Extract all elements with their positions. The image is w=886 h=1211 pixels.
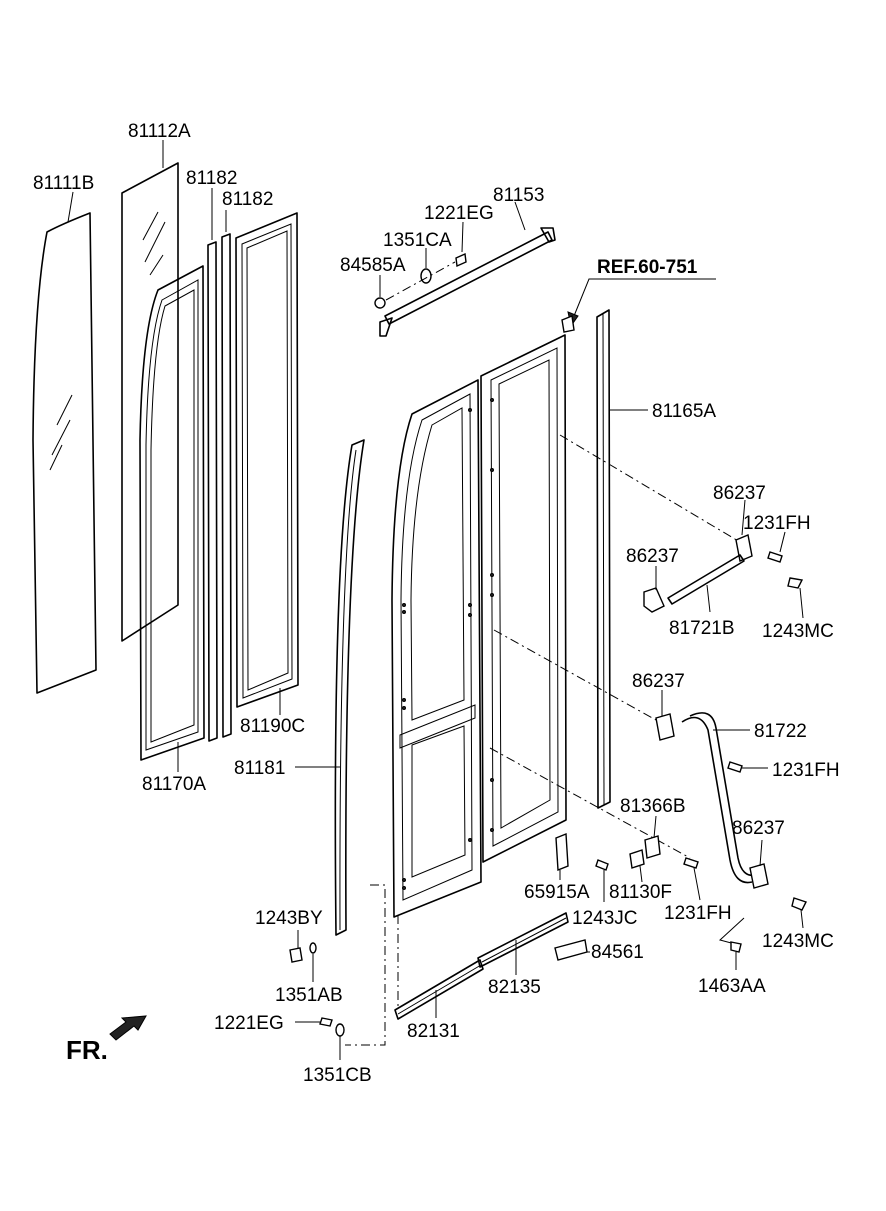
leader-81366B <box>653 815 657 839</box>
leader-1231FH-c <box>693 867 701 901</box>
label-82135[interactable]: 82135 <box>488 977 541 998</box>
panel-81190C[interactable] <box>235 212 299 708</box>
label-1351CB[interactable]: 1351CB <box>303 1065 372 1086</box>
rail-81153[interactable] <box>379 227 556 337</box>
leader-1243MC-b <box>800 909 804 929</box>
label-1243MC-a[interactable]: 1243MC <box>762 621 834 642</box>
label-82131[interactable]: 82131 <box>407 1021 460 1042</box>
label-1351AB[interactable]: 1351AB <box>275 985 343 1006</box>
label-81181[interactable]: 81181 <box>234 758 285 779</box>
label-65915A[interactable]: 65915A <box>524 882 590 903</box>
cap-1463AA[interactable] <box>718 917 745 953</box>
hinge-86237-b[interactable] <box>643 587 665 613</box>
label-1243BY[interactable]: 1243BY <box>255 908 323 929</box>
label-84585A[interactable]: 84585A <box>340 255 406 276</box>
label-81190C[interactable]: 81190C <box>240 716 305 737</box>
bolt-1221EG-bottom[interactable] <box>319 1017 333 1027</box>
leader-81130F <box>639 865 643 883</box>
screw-1243MC-a[interactable] <box>787 577 804 589</box>
bolt-1243BY[interactable] <box>289 947 303 963</box>
centerline-middle <box>493 629 666 726</box>
label-1243JC[interactable]: 1243JC <box>572 908 638 929</box>
leader-1221EG-top <box>461 221 464 253</box>
label-86237-b[interactable]: 86237 <box>626 546 679 567</box>
leader-81721B <box>706 584 711 613</box>
label-81130F[interactable]: 81130F <box>609 882 672 903</box>
label-1231FH-b[interactable]: 1231FH <box>772 760 840 781</box>
label-front: FR. <box>66 1035 108 1065</box>
centerline-upper <box>559 434 746 546</box>
bracket-84561[interactable] <box>554 939 588 961</box>
rod-81721B[interactable] <box>667 554 745 605</box>
leader-81111B <box>67 191 74 223</box>
label-81182-a[interactable]: 81182 <box>186 168 237 189</box>
label-81153[interactable]: 81153 <box>493 185 544 206</box>
channel-81181[interactable] <box>334 439 365 936</box>
label-86237-c[interactable]: 86237 <box>632 671 685 692</box>
washer-1351CA[interactable] <box>420 268 432 284</box>
washer-1351AB[interactable] <box>309 942 317 954</box>
hinge-86237-c[interactable] <box>655 713 675 741</box>
label-81722[interactable]: 81722 <box>754 721 807 742</box>
label-1351CA[interactable]: 1351CA <box>383 230 452 251</box>
leader-81153 <box>514 201 526 231</box>
label-81165A[interactable]: 81165A <box>652 401 716 422</box>
label-1231FH-c[interactable]: 1231FH <box>664 903 732 924</box>
strip-81182-a[interactable] <box>207 241 218 742</box>
ref-pointer <box>561 278 716 333</box>
tube-81722[interactable] <box>681 712 757 884</box>
rail-82135[interactable] <box>477 912 569 968</box>
leader-1231FH-a <box>779 531 786 553</box>
label-81182-b[interactable]: 81182 <box>222 189 273 210</box>
centerline-bottom <box>345 884 386 1046</box>
leader-86237-d <box>759 839 763 867</box>
frame-holes <box>402 398 494 890</box>
front-arrow-icon <box>109 1015 147 1041</box>
label-81366B[interactable]: 81366B <box>620 796 686 817</box>
label-1231FH-a[interactable]: 1231FH <box>743 513 811 534</box>
label-81170A[interactable]: 81170A <box>142 774 206 795</box>
centerline-top <box>385 261 456 301</box>
screw-1243MC-b[interactable] <box>791 897 807 911</box>
label-1463AA[interactable]: 1463AA <box>698 976 766 997</box>
bolt-1221EG-top[interactable] <box>455 252 467 268</box>
label-86237-d[interactable]: 86237 <box>732 818 785 839</box>
glass-81112A[interactable] <box>121 162 179 642</box>
hinge-86237-a[interactable] <box>735 534 753 562</box>
bolt-1231FH-c[interactable] <box>683 857 699 869</box>
strip-81182-b[interactable] <box>221 233 232 738</box>
label-ref-60-751[interactable]: REF.60-751 <box>597 257 698 278</box>
rail-82131[interactable] <box>394 959 484 1020</box>
bushing-84585A[interactable] <box>374 297 386 309</box>
label-84561[interactable]: 84561 <box>591 942 644 963</box>
bolt-1231FH-b[interactable] <box>727 761 743 773</box>
door-frame-left[interactable] <box>391 379 482 918</box>
door-frame-right[interactable] <box>480 334 567 863</box>
label-81111B[interactable]: 81111B <box>33 173 94 194</box>
label-81721B[interactable]: 81721B <box>669 618 735 639</box>
washer-1351CB[interactable] <box>335 1023 345 1037</box>
bolt-1231FH-a[interactable] <box>767 551 783 563</box>
leader-1243MC-a <box>799 587 804 619</box>
hinge-86237-d[interactable] <box>749 863 769 889</box>
bracket-81366B[interactable] <box>644 835 661 859</box>
label-1243MC-b[interactable]: 1243MC <box>762 931 834 952</box>
glass-81111B[interactable] <box>32 212 97 694</box>
label-1221EG-bottom[interactable]: 1221EG <box>214 1013 284 1034</box>
label-1221EG-top[interactable]: 1221EG <box>424 203 494 224</box>
frame-81170A[interactable] <box>139 265 205 761</box>
clip-81130F[interactable] <box>629 849 645 869</box>
screw-1243JC[interactable] <box>595 859 609 871</box>
rail-81165A[interactable] <box>596 309 611 809</box>
block-65915A[interactable] <box>555 832 569 872</box>
label-81112A[interactable]: 81112A <box>128 121 191 142</box>
label-86237-a[interactable]: 86237 <box>713 483 766 504</box>
leader-86237-a <box>741 499 746 536</box>
